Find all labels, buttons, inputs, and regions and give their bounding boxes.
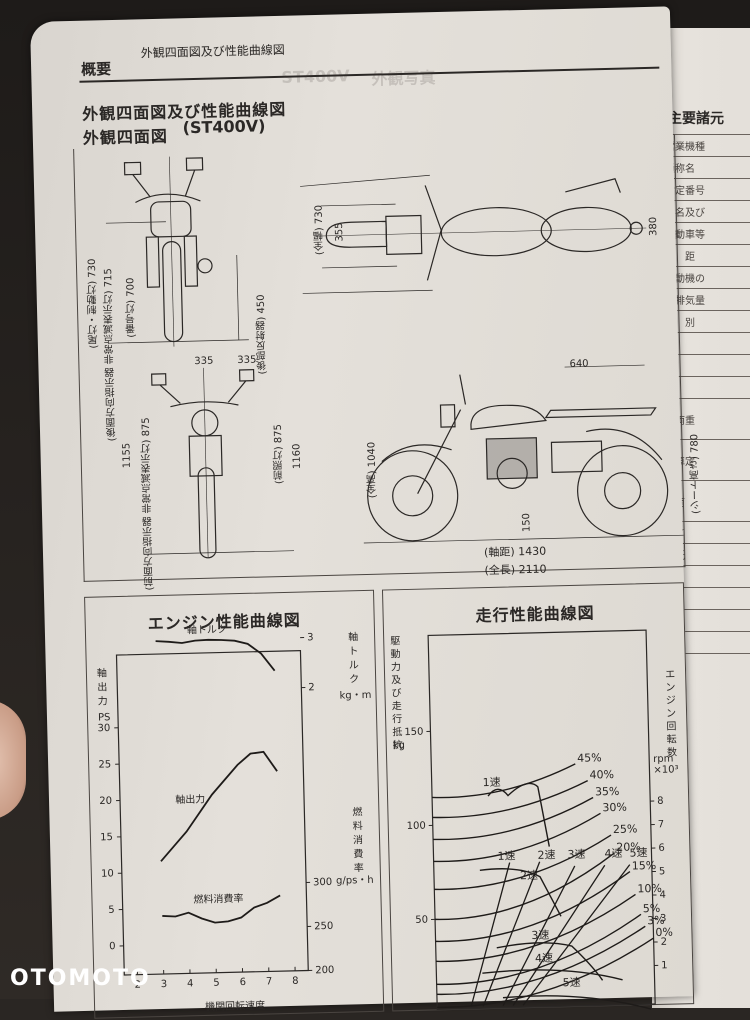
svg-text:6: 6 xyxy=(658,843,665,854)
dim-tail-light: (尾灯・制動灯) 730 xyxy=(85,258,102,348)
svg-text:4: 4 xyxy=(187,978,194,989)
svg-text:6: 6 xyxy=(239,977,246,988)
engine-chart-panel: エンジン性能曲線図 軸出力 PS 軸トルク kg・m 燃料消費率 g/ps・h … xyxy=(84,590,384,1019)
grade-label: 0% xyxy=(655,926,673,939)
svg-text:250: 250 xyxy=(314,921,333,932)
svg-text:5: 5 xyxy=(108,905,115,916)
svg-text:100: 100 xyxy=(407,821,426,832)
top-view-drawing xyxy=(315,170,648,298)
dim-overall-length: (全長) 2110 xyxy=(484,561,546,579)
grade-curve xyxy=(431,764,576,798)
header-rule xyxy=(79,67,659,83)
dim-ground-clearance: 150 xyxy=(521,513,532,532)
running-title: 外観四面図及び性能曲線図 xyxy=(141,41,285,62)
grade-label: 40% xyxy=(589,768,614,782)
dim-mirror-left: 335 xyxy=(194,356,213,367)
spec-title: 主要諸元 xyxy=(668,108,724,128)
grade-label: 35% xyxy=(595,785,620,799)
svg-text:7: 7 xyxy=(658,819,665,830)
fuel-curve-label: 燃料消費率 xyxy=(193,892,243,906)
svg-text:5: 5 xyxy=(213,978,220,989)
svg-text:1: 1 xyxy=(661,960,668,971)
dim-overall-mirror-height: 1155 xyxy=(121,443,133,469)
gear-drive-curve xyxy=(488,783,550,848)
grade-label: 25% xyxy=(613,822,638,836)
dim-overall-width: (全幅) 730 xyxy=(312,205,328,255)
gear-drive-label: 2速 xyxy=(520,869,538,882)
svg-text:25: 25 xyxy=(98,759,111,770)
svg-text:5: 5 xyxy=(659,866,666,877)
power-curve-label: 軸出力 xyxy=(175,792,205,806)
svg-text:10: 10 xyxy=(101,868,114,879)
watermark-logo: OTOMOTO xyxy=(10,966,151,991)
svg-text:20: 20 xyxy=(99,796,112,807)
grade-label: 15% xyxy=(632,859,657,873)
gear-rpm-label: 4速 xyxy=(604,847,622,860)
grade-label: 45% xyxy=(577,751,602,765)
dim-front-height: 1160 xyxy=(291,443,303,469)
torque-curve-label: 軸トルク xyxy=(187,622,227,636)
side-view-drawing xyxy=(360,359,685,567)
gear-rpm-label: 1速 xyxy=(497,849,515,862)
grade-curve xyxy=(434,853,616,920)
gear-drive-label: 1速 xyxy=(483,776,501,789)
grade-curve xyxy=(432,797,594,839)
svg-text:2: 2 xyxy=(308,682,315,693)
grade-curve xyxy=(435,914,643,984)
svg-text:150: 150 xyxy=(404,727,423,738)
bleed-photo-label: 外観写真 xyxy=(371,64,436,90)
svg-text:30: 30 xyxy=(97,723,110,734)
svg-text:8: 8 xyxy=(292,976,299,987)
svg-text:7: 7 xyxy=(266,976,273,987)
gear-rpm-label: 3速 xyxy=(567,848,585,861)
gear-drive-label: 3速 xyxy=(531,929,549,942)
gear-drive-curve xyxy=(482,968,622,983)
svg-text:8: 8 xyxy=(657,796,664,807)
bleed-model: ST400V xyxy=(281,66,350,87)
engine-plot-frame xyxy=(116,651,308,975)
running-chart-panel: 走行性能曲線図 駆動力及び走行抵抗 kg エンジン回転数 rpm ×10³ 50… xyxy=(382,582,694,1011)
dim-headlight: (前照灯) 875 xyxy=(271,424,287,484)
four-view-drawing: (尾灯・制動灯) 730 (後面方向指示器 非常点滅表示灯) 715 (番号灯)… xyxy=(73,134,685,582)
svg-text:300: 300 xyxy=(313,877,332,888)
dim-wheelbase: (軸距) 1430 xyxy=(484,543,546,561)
dim-handle-width: 355 xyxy=(334,222,345,241)
grade-label: 30% xyxy=(602,801,627,815)
page-subtitle: 外観四面図 xyxy=(83,123,169,149)
svg-text:3: 3 xyxy=(307,632,314,643)
svg-text:200: 200 xyxy=(315,965,334,976)
engine-x-axis-label: 機関回転速度 xyxy=(205,997,265,1013)
gear-drive-label: 5速 xyxy=(562,976,580,989)
gear-rpm-label: 2速 xyxy=(537,848,555,861)
gear-rpm-label: 5速 xyxy=(629,846,647,859)
model-label: (ST400V) xyxy=(182,116,265,137)
dim-overall-height: (全高) 1040 xyxy=(364,442,380,499)
svg-text:3: 3 xyxy=(161,979,168,990)
power-curve xyxy=(158,752,279,862)
svg-text:15: 15 xyxy=(100,832,113,843)
running-performance-chart: 501001501234567845%40%35%30%25%20%15%10%… xyxy=(383,583,693,1010)
manual-page: 概要 外観四面図及び性能曲線図 ST400V 外観写真 外観四面図及び性能曲線図… xyxy=(30,6,694,1011)
torque-curve xyxy=(156,638,275,673)
dim-mirror-right: 335 xyxy=(237,355,256,366)
svg-text:0: 0 xyxy=(109,941,116,952)
grade-curve xyxy=(436,938,656,1008)
grade-label: 10% xyxy=(637,882,662,896)
section-header: 概要 xyxy=(81,58,112,80)
gear-rpm-line xyxy=(510,865,608,1005)
dim-seat-height: (シート高さ) 780 xyxy=(687,434,704,514)
dim-license-light: (番号灯) 700 xyxy=(123,277,139,337)
svg-text:50: 50 xyxy=(415,915,428,926)
dim-rear-width: 380 xyxy=(648,217,659,236)
